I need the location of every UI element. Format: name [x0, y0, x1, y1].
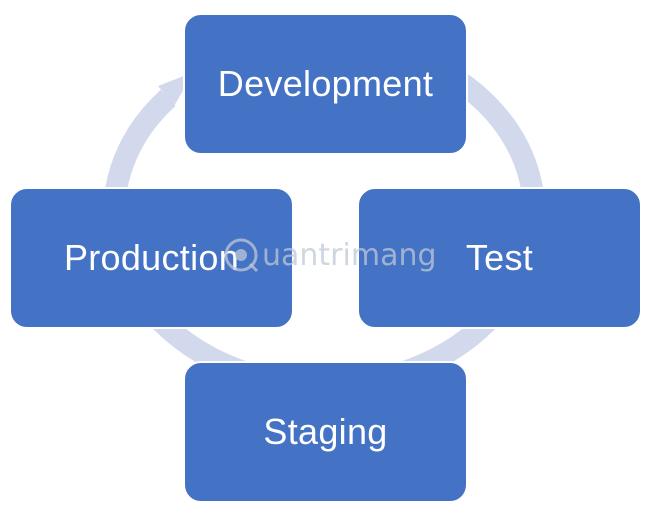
stage-development-label: Development: [217, 63, 434, 104]
stage-staging-label: Staging: [263, 411, 388, 452]
stage-development-box: Development: [183, 13, 468, 155]
stage-production-box: Production: [9, 187, 294, 329]
stage-test-box: Test: [357, 187, 642, 329]
stage-staging-box: Staging: [183, 361, 468, 503]
stage-production-label: Production: [63, 237, 240, 278]
stage-test-label: Test: [465, 237, 534, 278]
